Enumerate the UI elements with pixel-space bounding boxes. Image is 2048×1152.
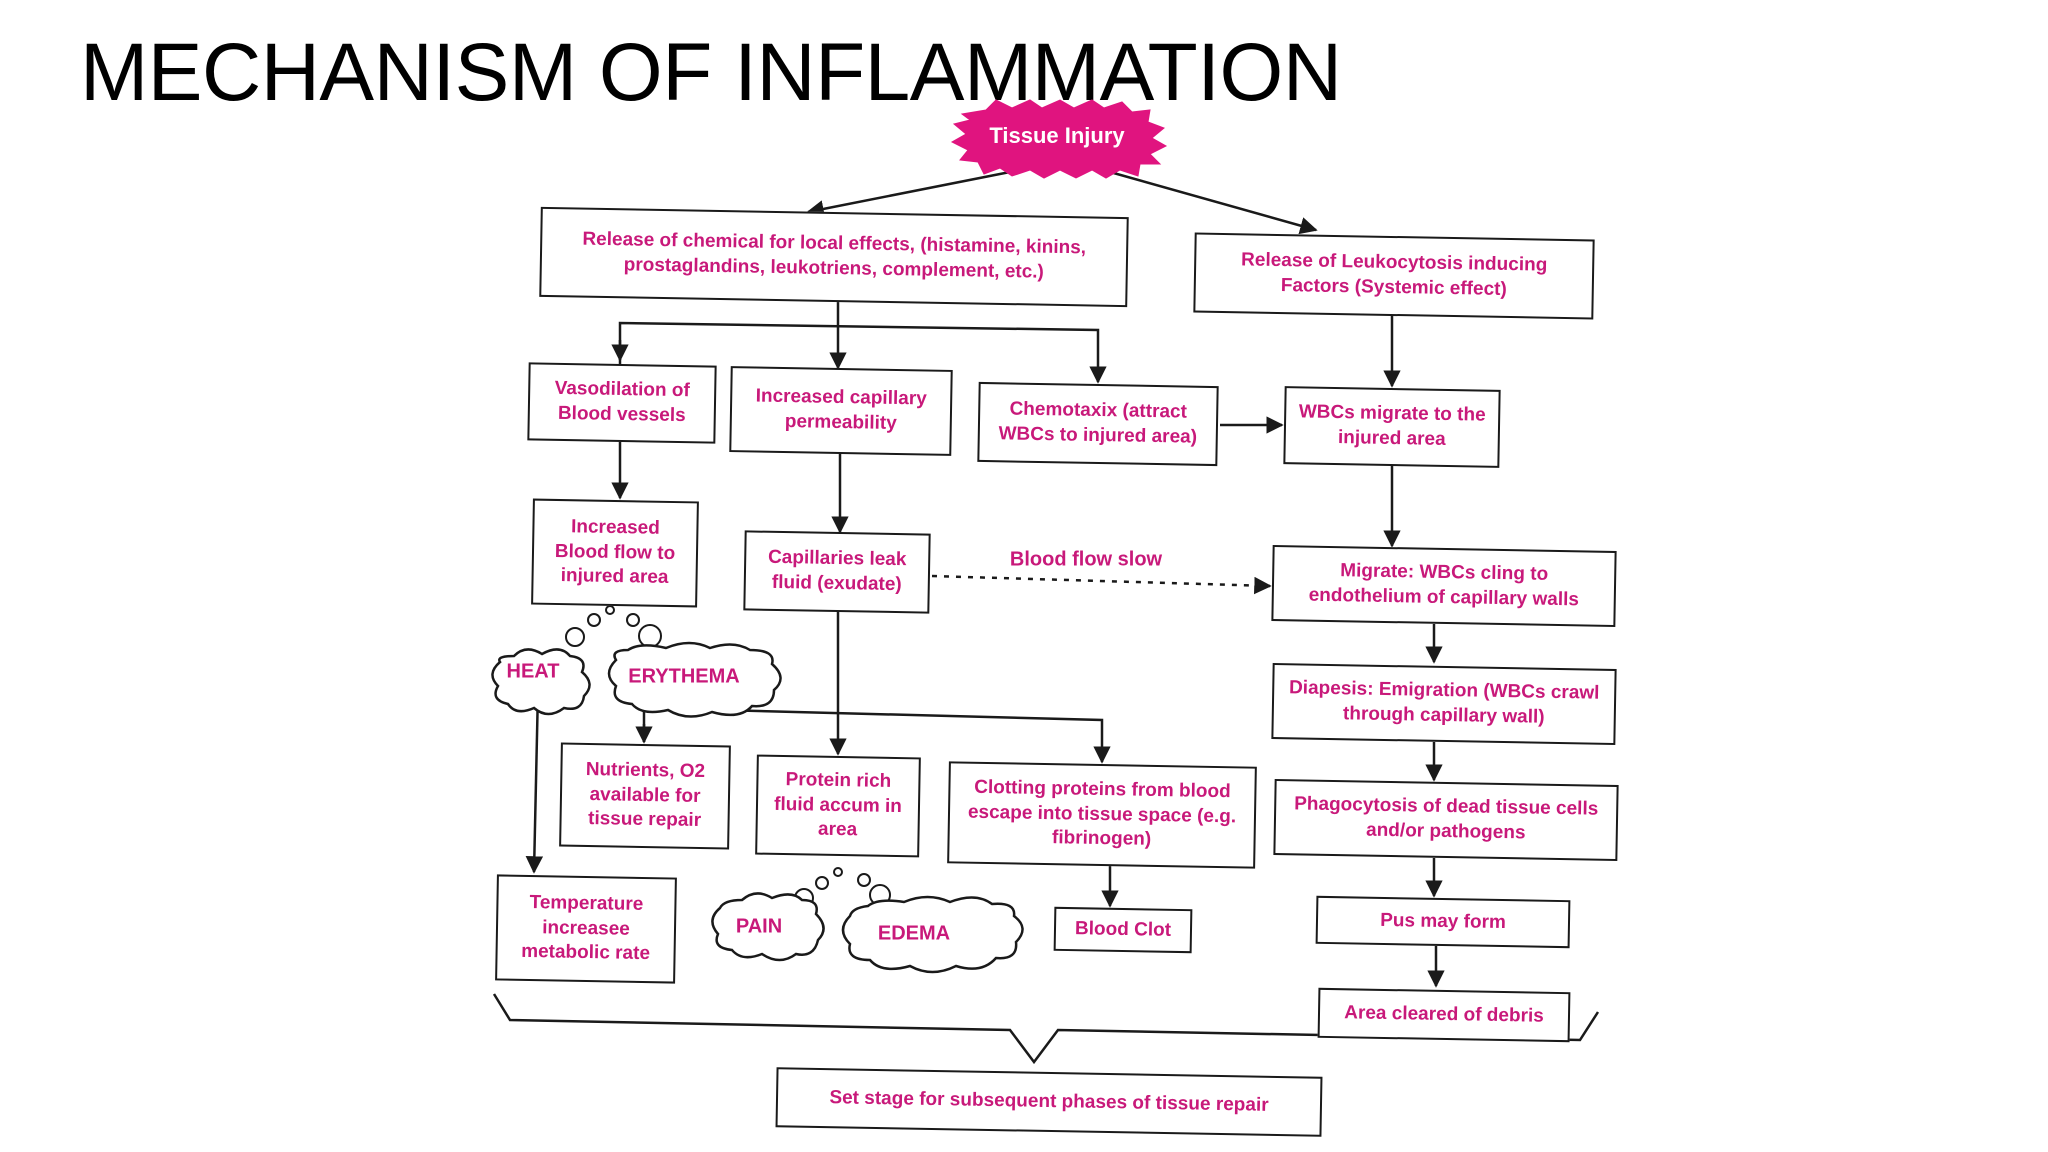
arrow-blood-flow-slow	[931, 574, 1272, 595]
node-capillary-permeability: Increased capillary permeability	[729, 366, 953, 456]
node-chemotaxix: Chemotaxix (attract WBCs to injured area…	[977, 381, 1219, 467]
node-temperature-text: Temperature increasee metabolic rate	[520, 891, 651, 965]
sign-pain: PAIN	[735, 915, 783, 938]
sign-heat: HEAT	[506, 660, 560, 683]
arrow-heat-to-temp	[525, 689, 544, 874]
arrow-injury-to-chemical	[806, 170, 1011, 218]
node-increased-blood-flow: Increased Blood flow to injured area	[531, 498, 699, 608]
tissue-injury-burst	[950, 99, 1168, 179]
node-pus: Pus may form	[1315, 895, 1571, 949]
node-wbc-migrate: WBCs migrate to the injured area	[1283, 386, 1501, 468]
node-release-leukocytosis: Release of Leukocytosis inducing Factors…	[1193, 232, 1595, 320]
node-release-chemical: Release of chemical for local effects, (…	[539, 206, 1129, 308]
node-set-stage-text: Set stage for subsequent phases of tissu…	[829, 1086, 1269, 1116]
node-pus-text: Pus may form	[1380, 909, 1507, 933]
cloud-heat	[491, 648, 591, 716]
node-capillary-permeability-text: Increased capillary permeability	[755, 385, 927, 434]
slide-title: MECHANISM OF INFLAMMATION	[80, 27, 1342, 102]
node-capillaries-leak: Capillaries leak fluid (exudate)	[743, 530, 931, 614]
node-diapesis: Diapesis: Emigration (WBCs crawl through…	[1271, 663, 1617, 745]
bubble-dot	[833, 867, 843, 877]
node-vasodilation-text: Vasodilation of Blood vessels	[554, 378, 690, 427]
node-protein-fluid-text: Protein rich fluid accum in area	[773, 769, 903, 841]
node-migrate-cling-text: Migrate: WBCs cling to endothelium of ca…	[1308, 560, 1580, 611]
node-nutrients: Nutrients, O2 available for tissue repai…	[559, 742, 731, 850]
bubble-dot	[857, 873, 871, 887]
node-vasodilation: Vasodilation of Blood vessels	[527, 362, 717, 444]
node-temperature: Temperature increasee metabolic rate	[495, 874, 677, 984]
node-blood-clot-text: Blood Clot	[1074, 917, 1172, 941]
node-set-stage: Set stage for subsequent phases of tissu…	[775, 1067, 1323, 1137]
node-protein-fluid: Protein rich fluid accum in area	[755, 754, 921, 858]
node-capillaries-leak-text: Capillaries leak fluid (exudate)	[767, 547, 907, 596]
bubble-dot	[605, 605, 615, 615]
bubble-dot	[815, 876, 829, 890]
node-release-leukocytosis-text: Release of Leukocytosis inducing Factors…	[1240, 249, 1548, 300]
bubble-dot	[565, 627, 585, 647]
cloud-edema	[841, 895, 1024, 974]
bubble-dot	[638, 624, 662, 648]
node-clotting-proteins-text: Clotting proteins from blood escape into…	[967, 776, 1237, 851]
tissue-injury-label: Tissue Injury	[989, 123, 1125, 148]
node-phagocytosis-text: Phagocytosis of dead tissue cells and/or…	[1294, 793, 1599, 844]
bottom-brace	[492, 993, 1600, 1065]
node-clotting-proteins: Clotting proteins from blood escape into…	[947, 761, 1257, 869]
node-increased-blood-flow-text: Increased Blood flow to injured area	[554, 516, 676, 589]
node-release-chemical-text: Release of chemical for local effects, (…	[582, 228, 1087, 283]
node-nutrients-text: Nutrients, O2 available for tissue repai…	[585, 758, 706, 832]
node-phagocytosis: Phagocytosis of dead tissue cells and/or…	[1273, 779, 1619, 861]
node-migrate-cling: Migrate: WBCs cling to endothelium of ca…	[1271, 545, 1617, 627]
arrow-injury-to-leukocytosis	[1109, 170, 1318, 235]
sign-erythema: ERYTHEMA	[628, 665, 740, 688]
node-diapesis-text: Diapesis: Emigration (WBCs crawl through…	[1288, 677, 1600, 728]
node-chemotaxix-text: Chemotaxix (attract WBCs to injured area…	[998, 398, 1198, 448]
cloud-pain	[711, 892, 825, 962]
edge-label-blood-flow-slow: Blood flow slow	[1009, 548, 1163, 571]
node-area-cleared: Area cleared of debris	[1317, 987, 1571, 1043]
bubble-dot	[587, 613, 601, 627]
sign-edema: EDEMA	[877, 922, 951, 945]
node-area-cleared-text: Area cleared of debris	[1344, 1001, 1544, 1027]
cloud-erythema	[607, 641, 782, 718]
node-blood-clot: Blood Clot	[1053, 906, 1193, 954]
bubble-dot	[626, 613, 640, 627]
node-wbc-migrate-text: WBCs migrate to the injured area	[1298, 401, 1486, 450]
